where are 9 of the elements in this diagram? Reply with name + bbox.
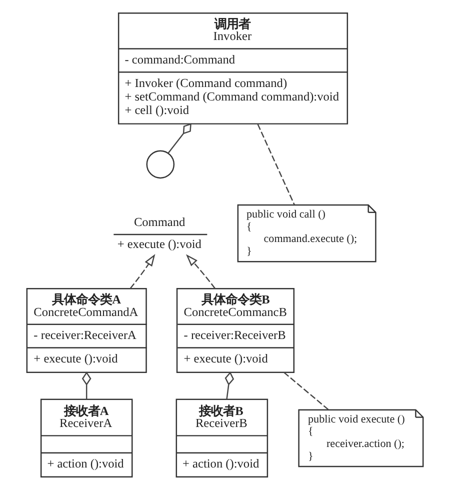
node-circle — [146, 150, 175, 179]
arrow — [130, 254, 156, 289]
connector — [82, 372, 92, 400]
connector — [224, 372, 234, 400]
connector — [257, 124, 295, 206]
arrow — [186, 254, 216, 289]
node-text: Command + execute ():void — [117, 214, 202, 252]
connector — [168, 123, 192, 154]
connector — [284, 372, 329, 410]
